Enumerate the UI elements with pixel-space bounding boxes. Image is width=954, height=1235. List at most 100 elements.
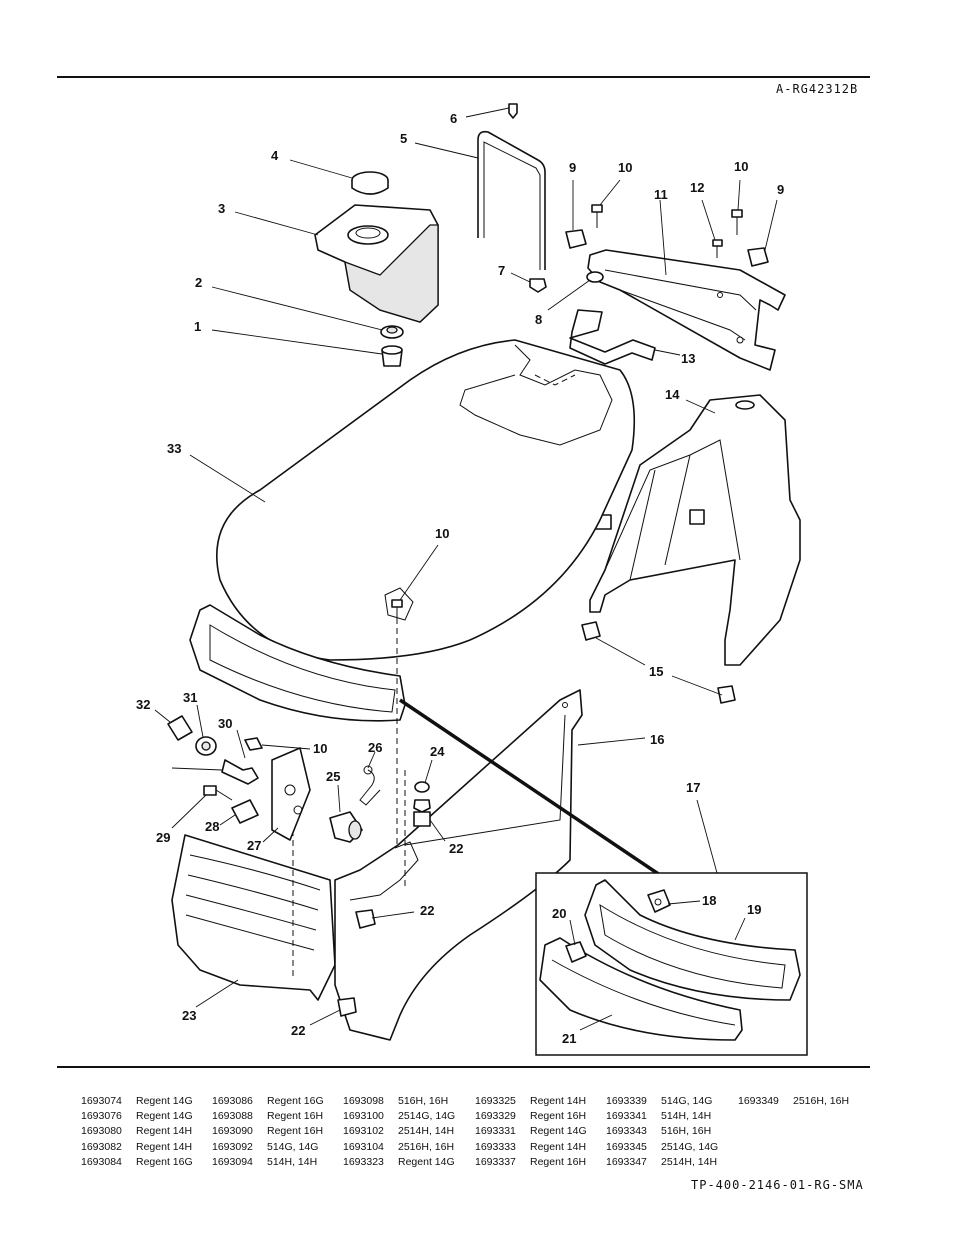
model-name: 514H, 14H [661, 1110, 712, 1123]
model-part-number: 1693076 [81, 1110, 122, 1123]
nut-22b [337, 997, 357, 1017]
fuel-fitting [381, 345, 403, 367]
model-part-number: 1693090 [212, 1125, 253, 1138]
callout-3: 3 [218, 201, 225, 216]
model-part-number: 1693102 [343, 1125, 384, 1138]
model-part-number: 1693349 [738, 1095, 779, 1107]
mounting-bracket [587, 249, 786, 371]
spacer-28 [231, 799, 259, 824]
clip-18 [647, 889, 671, 913]
bottom-rule [57, 1066, 870, 1068]
model-name: 514G, 14G [661, 1095, 713, 1107]
model-name: 2514H, 14H [398, 1125, 455, 1138]
model-part-number: 1693080 [81, 1125, 122, 1138]
clip-nut-right [747, 247, 769, 267]
nut-22a [355, 909, 376, 929]
model-part-number: 1693347 [606, 1155, 647, 1168]
callout-21: 21 [562, 1031, 576, 1046]
lens-21 [539, 937, 743, 1041]
model-name: 516H, 16H [398, 1095, 449, 1107]
model-name: 516H, 16H [661, 1125, 712, 1138]
model-part-number: 1693343 [606, 1125, 647, 1138]
callout-10a: 10 [618, 160, 632, 175]
u-strap [477, 103, 547, 293]
hairpin-26 [359, 765, 381, 806]
model-column: 1693349 2516H, 16H [738, 1094, 870, 1109]
screw-a [591, 204, 603, 228]
nut-24 [413, 781, 431, 813]
model-part-number: 1693333 [475, 1140, 516, 1153]
callout-31: 31 [183, 690, 197, 705]
model-part-number: 1693331 [475, 1125, 516, 1138]
model-name: Regent 16H [530, 1155, 587, 1168]
model-name: Regent 14H [530, 1095, 587, 1107]
clip-nut-left [565, 229, 587, 249]
model-name: Regent 16G [136, 1155, 193, 1168]
model-name: Regent 14G [398, 1155, 455, 1168]
model-part-number: 1693329 [475, 1110, 516, 1123]
model-name: 2516H, 16H [793, 1095, 850, 1107]
model-part-number: 1693104 [343, 1140, 384, 1153]
hood [216, 339, 636, 661]
top-rule [57, 76, 870, 78]
model-name: 2514G, 14G [398, 1110, 456, 1123]
model-name: Regent 16H [267, 1125, 324, 1138]
callout-16: 16 [650, 732, 664, 747]
callout-14: 14 [665, 387, 680, 402]
support-bracket [569, 309, 656, 365]
callout-10d: 10 [313, 741, 327, 756]
callout-8: 8 [535, 312, 542, 327]
callout-28: 28 [205, 819, 219, 834]
callout-25: 25 [326, 769, 340, 784]
bushing-25 [329, 811, 363, 843]
callout-19: 19 [747, 902, 761, 917]
callout-10b: 10 [734, 159, 748, 174]
front-grille [171, 834, 336, 1001]
model-part-number: 1693325 [475, 1095, 516, 1107]
washer-31 [195, 736, 217, 756]
model-part-number: 1693074 [81, 1095, 122, 1107]
callout-6: 6 [450, 111, 457, 126]
callout-17: 17 [686, 780, 700, 795]
model-row: 1693102 2514H, 14H [343, 1124, 475, 1139]
model-part-number: 1693345 [606, 1140, 647, 1153]
nut-22c [413, 811, 431, 827]
bushing-32 [167, 715, 193, 741]
callout-22b: 22 [420, 903, 434, 918]
callout-29: 29 [156, 830, 170, 845]
model-row: 1693325 Regent 14H [475, 1094, 607, 1109]
document-id: TP-400-2146-01-RG-SMA [691, 1178, 864, 1192]
pushpin-20 [565, 941, 587, 963]
callout-9b: 9 [777, 182, 784, 197]
screw-c [712, 239, 723, 258]
callout-12: 12 [690, 180, 704, 195]
bolt-30 [221, 759, 259, 785]
callout-32: 32 [136, 697, 150, 712]
fuel-cap [351, 171, 389, 195]
model-part-number: 1693092 [212, 1140, 253, 1153]
callout-1: 1 [194, 319, 201, 334]
callout-26: 26 [368, 740, 382, 755]
